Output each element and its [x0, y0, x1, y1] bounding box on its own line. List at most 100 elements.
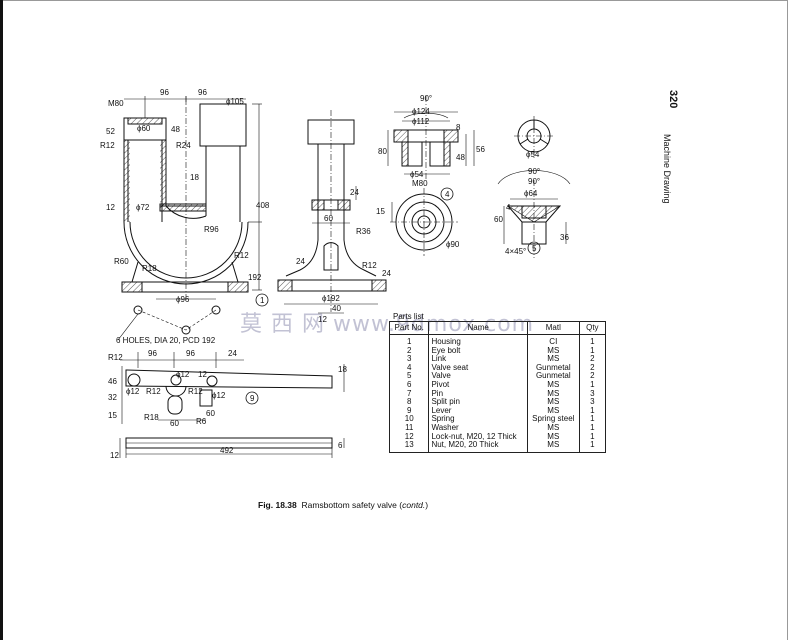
qty-cell: 1 — [578, 380, 607, 390]
dim-housing-m80: M80 — [108, 99, 124, 108]
dim-valve-4: 4 — [506, 203, 511, 212]
part-label-5: 5 — [532, 244, 537, 253]
dim-lever-12: 12 — [198, 370, 207, 379]
part-label-9: 9 — [250, 394, 255, 403]
qty-cell: 2 — [578, 372, 607, 381]
dim-housing-18: 18 — [190, 173, 199, 182]
part-no-cell: 9 — [388, 406, 430, 416]
part-name-cell: Eye bolt — [428, 346, 528, 356]
dim-housing-96a: 96 — [160, 88, 169, 97]
part-no-cell: 1 — [388, 334, 430, 347]
part-name-cell: Lever — [428, 406, 528, 416]
dim-side-40: 40 — [332, 304, 341, 313]
dim-valve-phi64: ϕ64 — [524, 189, 538, 198]
lever-drawing — [119, 352, 345, 458]
dim-seat-phi54: ϕ54 — [410, 170, 424, 179]
qty-cell: 1 — [578, 334, 607, 347]
dim-seat-m80: M80 — [412, 179, 428, 188]
part-name-cell: Pin — [428, 389, 528, 399]
dim-housing-phi60: ϕ60 — [137, 124, 151, 133]
dim-valve-phi54: ϕ54 — [526, 150, 540, 159]
part-name-cell: Spring — [428, 415, 528, 424]
part-no-cell: 12 — [388, 432, 430, 442]
dim-valve-90b: 90° — [528, 177, 540, 186]
part-name-cell: Washer — [428, 423, 528, 433]
part-no-cell: 11 — [388, 423, 430, 433]
page-right-edge — [787, 0, 788, 640]
dim-side-24a: 24 — [350, 188, 359, 197]
part-name-cell: Nut, M20, 20 Thick — [428, 440, 528, 453]
part-label-1: 1 — [260, 296, 265, 305]
dim-lever-phi12c: ϕ12 — [212, 391, 226, 400]
qty-cell: 3 — [578, 398, 607, 407]
dim-lever-6: 6 — [338, 441, 343, 450]
dim-lever-r6: R6 — [196, 417, 207, 426]
dim-seat-56: 56 — [476, 145, 485, 154]
figure-caption: Fig. 18.38 Ramsbottom safety valve (cont… — [258, 500, 428, 510]
caption-italic: contd. — [402, 500, 426, 510]
part-label-4: 4 — [445, 190, 450, 199]
dim-side-24b: 24 — [296, 257, 305, 266]
qty-cell: 1 — [578, 346, 607, 356]
dim-valve-36: 36 — [560, 233, 569, 242]
dim-seat-8: 8 — [456, 123, 461, 132]
dim-housing-r60: R60 — [114, 257, 129, 266]
dim-valve-chamfer: 4×45° — [505, 247, 526, 256]
qty-cell: 1 — [578, 406, 607, 416]
part-no-cell: 5 — [388, 372, 430, 381]
dim-lever-492: 492 — [220, 446, 234, 455]
qty-cell: 2 — [578, 355, 607, 364]
dim-valve-90a: 90° — [528, 167, 540, 176]
part-name-cell: Link — [428, 355, 528, 364]
dim-housing-phi72: ϕ72 — [136, 203, 150, 212]
dim-housing-r12b: R12 — [234, 251, 249, 260]
caption-label: Fig. 18.38 — [258, 500, 297, 510]
qty-cell: 1 — [578, 423, 607, 433]
dim-seat-48: 48 — [456, 153, 465, 162]
dim-side-12: 12 — [318, 315, 327, 324]
page-left-edge — [0, 0, 3, 640]
qty-cell: 3 — [578, 389, 607, 399]
qty-cell: 1 — [578, 415, 607, 424]
dim-side-r12: R12 — [362, 261, 377, 270]
dim-side-r36: R36 — [356, 227, 371, 236]
dim-housing-r18: R18 — [142, 264, 157, 273]
dim-housing-408: 408 — [256, 201, 270, 210]
dim-side-60: 60 — [324, 214, 333, 223]
part-no-cell: 3 — [388, 355, 430, 364]
valve-seat-drawing — [387, 96, 475, 256]
dim-housing-r96: R96 — [204, 225, 219, 234]
part-name-cell: Valve seat — [428, 363, 528, 373]
dim-housing-12: 12 — [106, 203, 115, 212]
dim-lever-32: 32 — [108, 393, 117, 402]
part-name-cell: Housing — [428, 334, 528, 347]
part-no-cell: 7 — [388, 389, 430, 399]
dim-housing-r24: R24 — [176, 141, 191, 150]
page-top-edge — [0, 0, 788, 1]
part-no-cell: 10 — [388, 415, 430, 424]
parts-list-title: Parts list — [393, 312, 424, 321]
dim-lever-r12a: R12 — [108, 353, 123, 362]
dim-seat-phi90: ϕ90 — [446, 240, 460, 249]
part-no-cell: 4 — [388, 363, 430, 373]
col-matl: Matl — [526, 321, 580, 335]
dim-seat-phi124: ϕ124 — [412, 107, 430, 116]
housing-side-view — [277, 110, 387, 314]
dim-lever-18: 18 — [338, 365, 347, 374]
part-no-cell: 6 — [388, 380, 430, 390]
dim-seat-90deg: 90° — [420, 94, 432, 103]
dim-side-phi192: ϕ192 — [322, 294, 340, 303]
dim-valve-60: 60 — [494, 215, 503, 224]
dim-lever-r12b: R12 — [146, 387, 161, 396]
dim-housing-phi105: ϕ105 — [226, 97, 244, 106]
